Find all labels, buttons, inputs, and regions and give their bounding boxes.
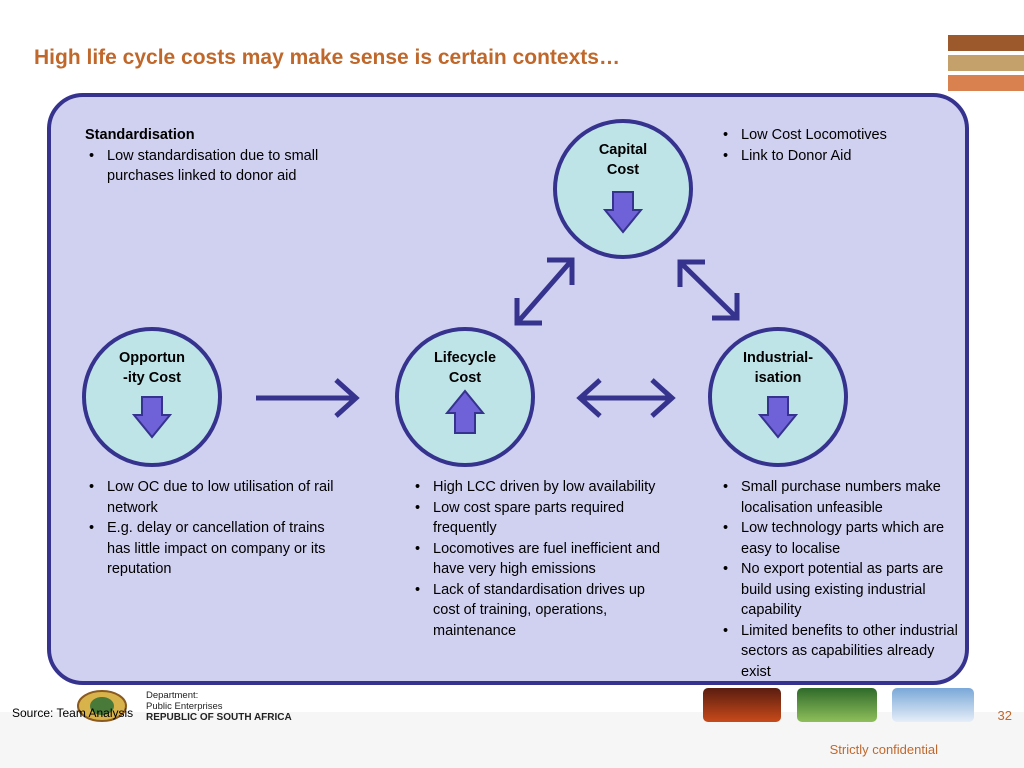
lifecycle-cost-notes: High LCC driven by low availability Low … (411, 477, 666, 641)
capital-cost-circle (553, 119, 693, 259)
photo-thumbnail-1 (703, 688, 781, 722)
bullet-item: Low OC due to low utilisation of rail ne… (85, 477, 335, 518)
dept-line1: Department: (146, 690, 199, 701)
arrow-lifecycle-industrial (576, 378, 676, 418)
down-arrow-icon (757, 396, 799, 439)
arrow-opportunity-lifecycle (256, 378, 360, 418)
bullet-item: Low cost spare parts required frequently (411, 498, 666, 539)
industrial-label-line2: isation (754, 370, 802, 386)
bullet-item: Limited benefits to other industrial sec… (719, 621, 964, 683)
lifecycle-label-line1: Lifecycle (433, 350, 497, 366)
capital-cost-notes: Low Cost Locomotives Link to Donor Aid (719, 125, 959, 166)
opportunity-label-line2: -ity Cost (123, 370, 181, 386)
bullet-item: Low Cost Locomotives (719, 125, 959, 146)
capital-label-line1: Capital (598, 142, 648, 158)
industrialisation-notes: Small purchase numbers make localisation… (719, 477, 964, 682)
bullet-item: Link to Donor Aid (719, 146, 959, 167)
standardisation-block: Standardisation Low standardisation due … (85, 125, 370, 187)
stripe-2 (948, 55, 1024, 71)
slide-title: High life cycle costs may make sense is … (34, 46, 620, 69)
down-arrow-icon (602, 191, 644, 234)
photo-thumbnail-2 (797, 688, 877, 722)
stripe-1 (948, 35, 1024, 51)
dept-line3: REPUBLIC OF SOUTH AFRICA (146, 712, 292, 723)
coat-of-arms-logo (77, 690, 127, 722)
bullet-item: Low standardisation due to small purchas… (85, 146, 370, 187)
bullet-item: Locomotives are fuel inefficient and hav… (411, 539, 666, 580)
capital-cost-label: Capital Cost (573, 140, 673, 180)
industrialisation-label: Industrial- isation (728, 348, 828, 388)
confidential-label: Strictly confidential (829, 742, 938, 757)
opportunity-label-line1: Opportun (118, 350, 186, 366)
bullet-item: Low technology parts which are easy to l… (719, 518, 964, 559)
up-arrow-icon (444, 389, 486, 434)
bullet-item: Small purchase numbers make localisation… (719, 477, 964, 518)
dept-line2: Public Enterprises (146, 701, 223, 712)
bullet-item: Lack of standardisation drives up cost o… (411, 580, 666, 642)
bullet-item: High LCC driven by low availability (411, 477, 666, 498)
opportunity-cost-label: Opportun -ity Cost (102, 348, 202, 388)
page-number: 32 (997, 708, 1012, 723)
opportunity-cost-notes: Low OC due to low utilisation of rail ne… (85, 477, 335, 580)
lifecycle-cost-label: Lifecycle Cost (415, 348, 515, 388)
down-arrow-icon (131, 396, 173, 439)
lifecycle-label-line2: Cost (448, 370, 482, 386)
decorative-stripes (948, 35, 1024, 95)
arrow-capital-industrial (677, 259, 740, 321)
capital-label-line2: Cost (606, 162, 640, 178)
bullet-item: E.g. delay or cancellation of trains has… (85, 518, 335, 580)
industrial-label-line1: Industrial- (742, 350, 814, 366)
photo-thumbnail-3 (892, 688, 974, 722)
department-logo-text: Department: Public Enterprises REPUBLIC … (146, 690, 292, 723)
bullet-item: No export potential as parts are build u… (719, 559, 964, 621)
standardisation-heading: Standardisation (85, 127, 195, 143)
stripe-3 (948, 75, 1024, 91)
arrow-capital-lifecycle (514, 257, 575, 326)
source-note: Source: Team Analysis (12, 706, 134, 720)
